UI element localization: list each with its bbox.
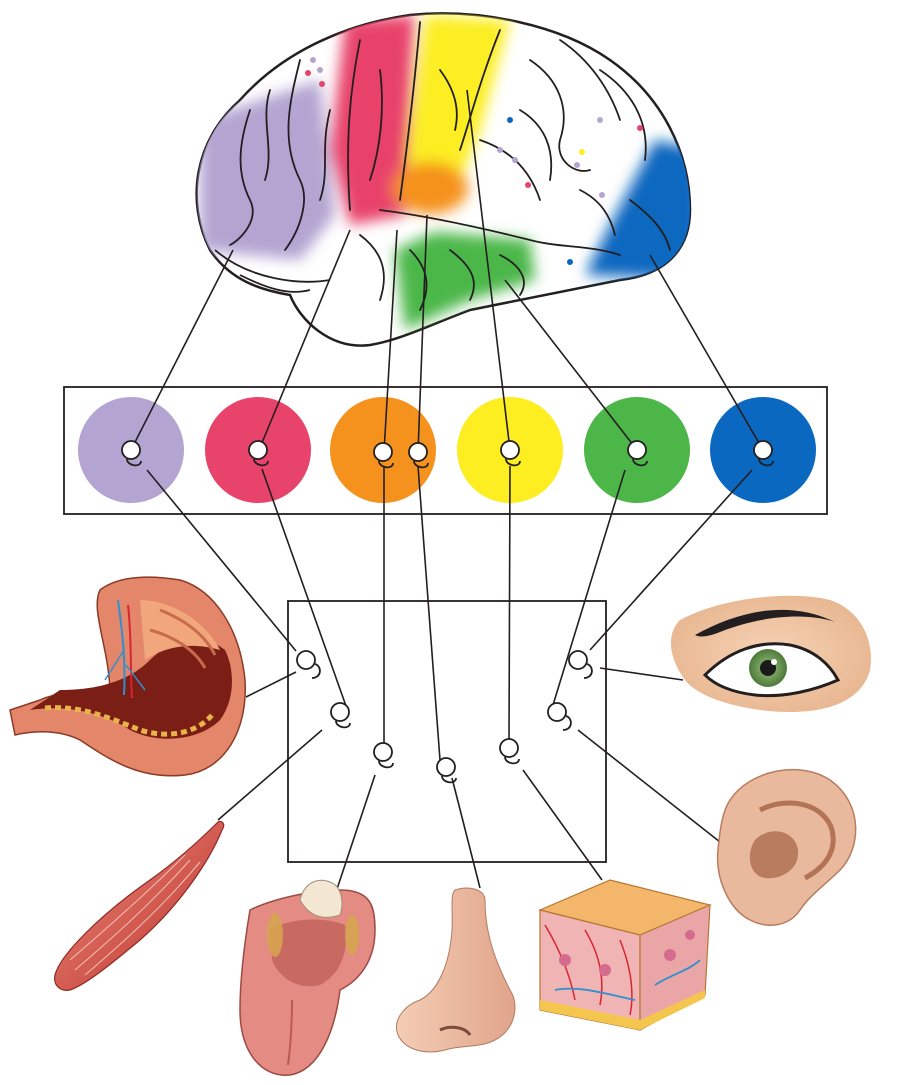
skin-icon (538, 879, 712, 1032)
region-gustatory (392, 162, 468, 214)
circle-node-3 (408, 442, 429, 469)
relay-node-4 (499, 738, 520, 765)
region-motor (330, 15, 415, 225)
brain-regions (200, 15, 690, 330)
ear-icon (716, 768, 857, 926)
relay-node-0 (296, 650, 321, 679)
connection-lines (130, 89, 764, 899)
relay-node-5 (547, 702, 572, 731)
relay-node-6 (568, 650, 593, 679)
circle-node-0 (121, 440, 142, 467)
relay-nodes (121, 440, 774, 784)
circles-panel (63, 386, 828, 515)
circle-node-4 (500, 440, 521, 467)
eye-icon (670, 595, 871, 712)
stomach-icon (9, 576, 246, 777)
relay-node-3 (436, 757, 457, 784)
region-auditory (395, 232, 535, 330)
muscle-icon (54, 820, 225, 991)
circle-node-1 (248, 440, 269, 467)
relay-box (287, 600, 607, 863)
region-somatosensory (405, 15, 510, 180)
brain (195, 12, 692, 347)
nose-icon (396, 887, 516, 1053)
circle-node-5 (627, 440, 648, 467)
relay-node-2 (373, 742, 394, 769)
circle-node-2 (373, 442, 394, 469)
tongue-icon (239, 879, 376, 1076)
relay-node-1 (330, 702, 351, 729)
circle-node-6 (753, 440, 774, 467)
